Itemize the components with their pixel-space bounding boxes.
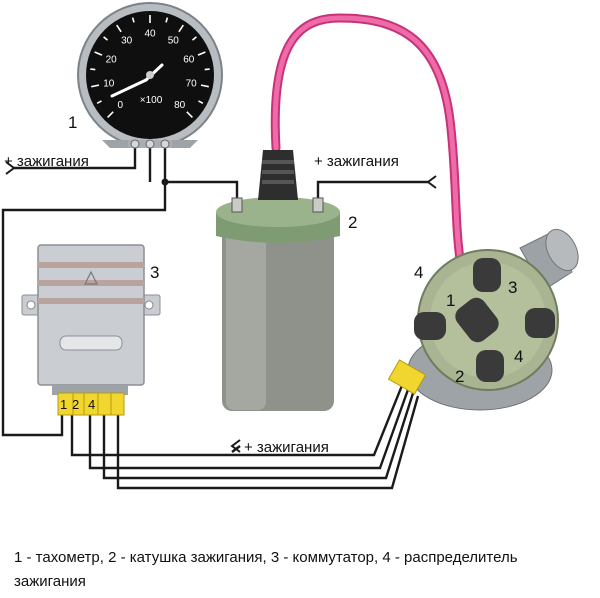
tachometer-tick	[96, 100, 102, 105]
tachometer-tick	[94, 51, 103, 56]
commutator-connector	[57, 392, 125, 416]
pin-2: 2	[72, 397, 79, 412]
ignition-label-bottom: + зажигания	[244, 439, 329, 456]
tachometer-tick	[186, 111, 193, 118]
distributor-connector	[387, 359, 427, 395]
tachometer-scale-label: 70	[186, 79, 198, 90]
tachometer-tick	[165, 17, 169, 23]
wire-ends	[5, 161, 437, 453]
wire-commutator-ignition	[70, 377, 407, 457]
tachometer-unit: ×100	[140, 95, 163, 106]
wiring	[1, 145, 428, 490]
ignition-coil	[216, 150, 340, 411]
tachometer-tick	[116, 24, 122, 33]
tachometer-scale-label: 0	[118, 100, 124, 111]
wire-coil-ignition	[316, 180, 428, 205]
tachometer-tick	[107, 111, 114, 118]
distributor-number: 4	[414, 263, 423, 282]
pin-4: 4	[88, 397, 95, 412]
wire-commutator-dist-3	[116, 395, 420, 490]
tachometer-scale-label: 50	[168, 36, 180, 47]
tachometer-scale-label: 10	[103, 79, 115, 90]
tachometer-tick	[90, 68, 96, 71]
tachometer-tick	[200, 84, 209, 88]
wire-ignition-tachometer	[14, 145, 137, 170]
tachometer-needle	[110, 78, 148, 98]
ignition-label-top-left: + зажигания	[4, 153, 89, 170]
dist-terminal-3: 3	[508, 278, 517, 297]
tachometer-tick	[91, 84, 100, 88]
wire-commutator-dist-1	[88, 383, 412, 470]
tachometer-tick	[103, 36, 109, 41]
tachometer-scale-label: 80	[174, 100, 186, 111]
tachometer-tick	[198, 100, 204, 105]
dist-terminal-2: 2	[455, 367, 464, 386]
tachometer-tick	[204, 68, 210, 71]
tachometer-scale-label: 20	[106, 54, 118, 65]
coil-number: 2	[348, 213, 357, 232]
commutator-number: 3	[150, 263, 159, 282]
commutator: 1 2 4	[21, 244, 161, 416]
tachometer-scale-label: 60	[183, 54, 195, 65]
wire-tach-coil	[163, 145, 239, 205]
tachometer-tick	[178, 24, 184, 33]
tachometer-number: 1	[68, 113, 77, 132]
tachometer-tick	[197, 51, 206, 56]
wire-commutator-dist-2	[102, 389, 416, 480]
tachometer-scale-label: 40	[144, 29, 156, 40]
wire-junction-commutator	[1, 182, 167, 437]
dist-terminal-1: 1	[446, 291, 455, 310]
pin-1: 1	[60, 397, 67, 412]
tachometer-tick	[191, 36, 197, 41]
ignition-label-top-right: + зажигания	[314, 153, 399, 170]
distributor	[387, 228, 579, 411]
dist-terminal-4: 4	[514, 347, 523, 366]
caption: 1 - тахометр, 2 - катушка зажигания, 3 -…	[14, 549, 518, 590]
tachometer-tick	[131, 17, 135, 23]
wire-junction-dot	[161, 178, 169, 186]
tachometer-scale-label: 30	[121, 36, 133, 47]
